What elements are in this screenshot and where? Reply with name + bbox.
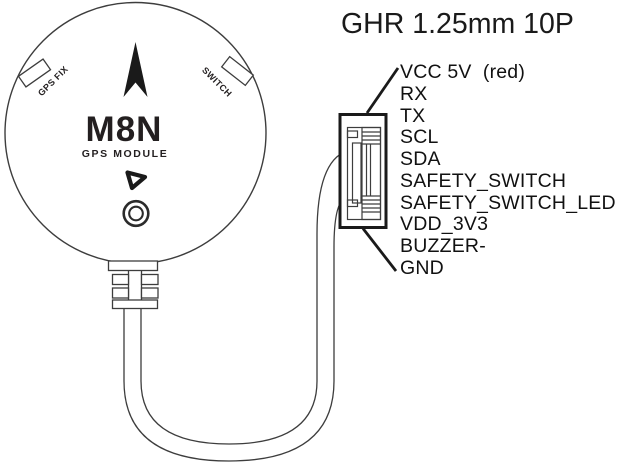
pin-label: GND: [400, 256, 444, 279]
pin-label: BUZZER-: [400, 235, 486, 257]
cable: [123, 150, 348, 462]
switch-tab: [220, 55, 255, 87]
pin-label: VCC 5V (red): [400, 61, 526, 83]
north-arrow-icon: [123, 42, 148, 97]
module-subtitle: GPS MODULE: [81, 148, 169, 160]
mount-hole-icon: [122, 199, 150, 228]
module-name: M8N: [85, 110, 163, 149]
pin-label: SDA: [400, 148, 441, 170]
strain-relief: [107, 260, 159, 310]
leader-line-vcc: [365, 67, 400, 114]
leader-line-gnd: [361, 227, 398, 272]
page-title: GHR 1.25mm 10P: [341, 8, 574, 40]
pin-label: SAFETY_SWITCH: [400, 169, 567, 192]
connector-drawing: [338, 113, 388, 229]
pin-label: SCL: [400, 126, 439, 149]
logo-triangle-icon: [125, 170, 148, 191]
pin-label: TX: [400, 104, 426, 127]
gps-fix-tab: [17, 58, 52, 88]
pin-label: VDD_3V3: [400, 213, 489, 236]
pin-label: SAFETY_SWITCH_LED: [400, 191, 616, 214]
pin-label: RX: [400, 82, 428, 105]
